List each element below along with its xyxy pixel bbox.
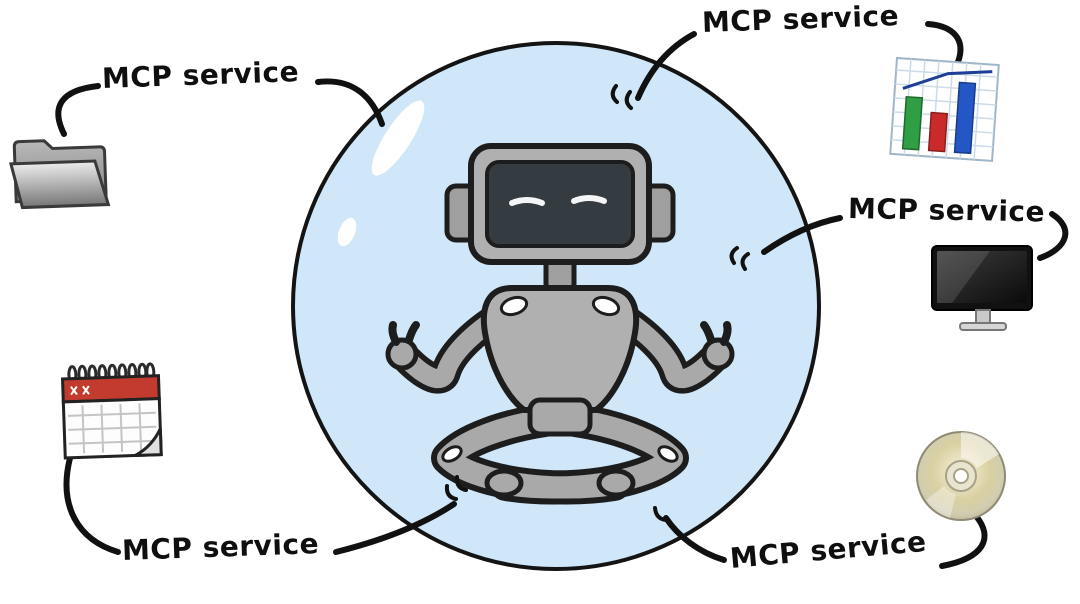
monitor-icon — [931, 245, 1033, 331]
cd-hole — [953, 468, 969, 484]
bubble-shine-large — [371, 100, 425, 176]
mcp-service-label-right: MCP service — [847, 192, 1046, 229]
calendar-page-curl — [134, 427, 163, 457]
robot-head — [444, 143, 676, 265]
robot-pelvis — [527, 397, 593, 437]
robot-knee-left — [441, 445, 463, 463]
robot-foot-left — [484, 468, 524, 498]
robot-eye-right — [571, 195, 607, 204]
robot-legs — [431, 403, 689, 505]
chart-bar-green — [901, 95, 924, 151]
robot-shoulder-left — [499, 295, 529, 317]
connector-folder-to-label — [55, 83, 101, 137]
monitor-base — [959, 322, 1007, 331]
mcp-service-label-top-left: MCP service — [101, 55, 300, 95]
chart-trend-line — [902, 70, 993, 90]
robot-eye-left — [509, 197, 545, 206]
cd-disc-icon — [916, 431, 1006, 521]
chart-bar-blue — [953, 81, 977, 155]
connector-label5-to-cd — [939, 513, 988, 569]
motion-ticks — [444, 84, 750, 522]
monitor-stand — [975, 309, 991, 324]
robot-knee-right — [657, 445, 679, 463]
connector-label1-to-bubble — [315, 78, 385, 127]
connector-label3-to-bubble — [761, 215, 843, 255]
mcp-service-label-bottom-left: MCP service — [121, 527, 320, 567]
bar-chart-icon — [889, 56, 1000, 162]
connector-label5-to-bubble — [663, 515, 727, 563]
connector-lines — [55, 21, 1069, 569]
calendar-spiral — [67, 362, 156, 385]
connector-calendar-to-label — [63, 455, 121, 555]
meditating-robot — [385, 143, 735, 505]
connector-label3-to-monitor — [1037, 211, 1069, 261]
calendar-icon — [60, 362, 163, 460]
chart-bar-red — [927, 111, 949, 153]
bubble-shine-small — [337, 217, 357, 247]
robot-hand-left — [385, 337, 419, 371]
folder-icon — [8, 139, 111, 210]
robot-face-screen — [485, 160, 635, 248]
connector-label2-to-bubble — [635, 31, 697, 101]
connector-label2-to-chart — [925, 21, 964, 65]
robot-foot-right — [596, 468, 636, 498]
connector-label4-to-bubble — [333, 501, 457, 555]
mcp-service-label-top-center: MCP service — [701, 0, 900, 39]
robot-shoulder-right — [591, 295, 621, 317]
robot-hand-right — [701, 337, 735, 371]
